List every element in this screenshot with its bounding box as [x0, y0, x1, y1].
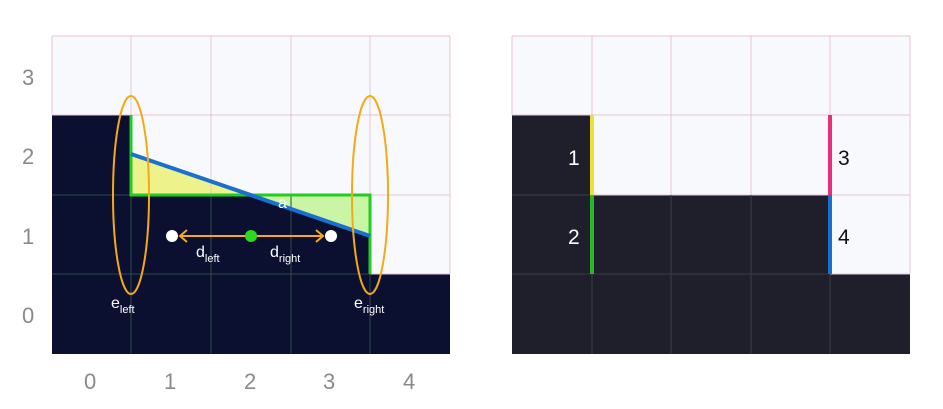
x-axis-ticks: 0 1 2 3 4: [84, 369, 415, 394]
label-e-right: eright: [354, 295, 384, 316]
x-tick: 1: [164, 369, 176, 394]
y-axis-ticks: 3 2 1 0: [22, 65, 34, 328]
edge-label-1: 1: [568, 147, 580, 170]
label-e-left: eleft: [111, 295, 135, 316]
x-tick: 2: [244, 369, 256, 394]
label-d-right: dright: [270, 244, 300, 265]
x-tick: 4: [403, 369, 415, 394]
arrow-right: [255, 229, 325, 243]
edge-label-2: 2: [568, 226, 580, 249]
ellipse-right: [351, 95, 389, 295]
left-panel: a dleft dright eleft eright 3 2 1 0 0 1 …: [22, 35, 451, 394]
left-grid-light: [51, 35, 451, 275]
dot-right: [325, 230, 337, 242]
slope-line: [130, 152, 371, 238]
y-tick: 2: [22, 144, 34, 169]
edge-label-4: 4: [838, 226, 850, 249]
label-area: a: [278, 195, 287, 212]
ellipse-left: [112, 95, 150, 295]
dot-center: [245, 230, 257, 242]
right-solid-region: [512, 115, 910, 354]
x-tick: 3: [323, 369, 335, 394]
x-tick: 0: [84, 369, 96, 394]
right-panel: 1 2 3 4: [511, 35, 911, 354]
y-tick: 1: [22, 224, 34, 249]
arrow-left: [178, 229, 247, 243]
y-tick: 3: [22, 65, 34, 90]
y-tick: 0: [22, 303, 34, 328]
dot-left: [166, 230, 178, 242]
edge-label-3: 3: [838, 147, 850, 170]
label-d-left: dleft: [196, 244, 220, 265]
